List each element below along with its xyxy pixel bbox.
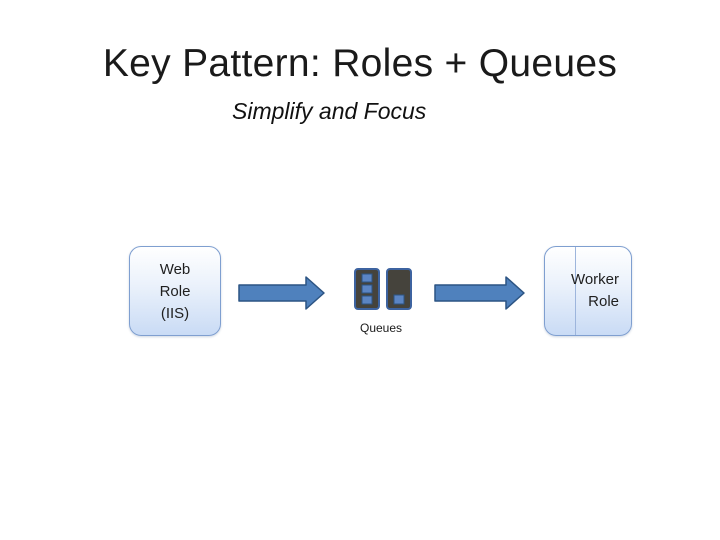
- web-role-label: Web Role (IIS): [130, 259, 220, 325]
- slide-title: Key Pattern: Roles + Queues: [102, 42, 618, 85]
- web-role-box: Web Role (IIS): [129, 246, 221, 336]
- worker-role-line-1: Worker: [570, 271, 619, 288]
- arrow-queues-to-worker: [434, 276, 525, 310]
- queue-icon-group: [354, 268, 412, 310]
- right-arrow-icon: [434, 276, 525, 310]
- worker-role-divider: [575, 247, 576, 335]
- web-role-line-1: Web: [159, 261, 191, 278]
- arrow-web-to-queues: [238, 276, 325, 310]
- web-role-line-2: Role: [159, 283, 191, 300]
- queue-icon: [386, 268, 412, 310]
- slide-subtitle: Simplify and Focus: [232, 98, 427, 124]
- right-arrow-icon: [238, 276, 325, 310]
- web-role-line-3: (IIS): [160, 305, 190, 322]
- worker-role-line-2: Role: [588, 293, 619, 310]
- queue-icon: [354, 268, 380, 310]
- worker-role-label: Worker Role: [571, 269, 619, 313]
- worker-role-box: Worker Role: [544, 246, 632, 336]
- queues-label: Queues: [360, 321, 403, 335]
